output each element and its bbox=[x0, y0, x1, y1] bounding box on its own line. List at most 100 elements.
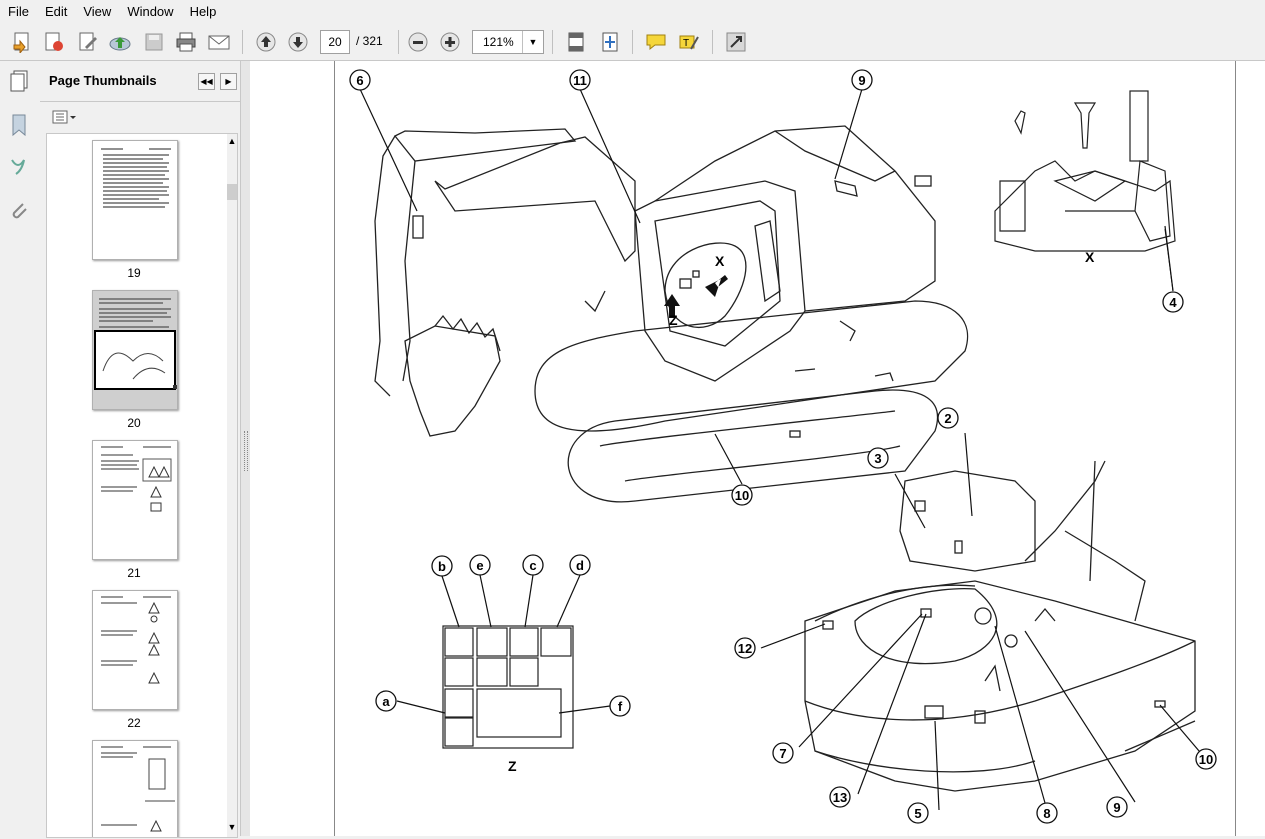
previous-page-icon[interactable] bbox=[252, 28, 280, 56]
thumbnail-label: 20 bbox=[127, 416, 141, 430]
callout-label: 7 bbox=[779, 746, 786, 761]
excavator-safety-label-diagram: X Z X bbox=[349, 69, 1217, 824]
callout-circle bbox=[829, 786, 851, 808]
thumbnail-label: 21 bbox=[127, 566, 141, 580]
callout-label: 8 bbox=[1043, 806, 1050, 821]
page-total: / 321 bbox=[356, 34, 383, 48]
callout-circle bbox=[937, 407, 959, 429]
callout-label: 4 bbox=[1169, 295, 1177, 310]
callout-circle bbox=[867, 447, 889, 469]
collapse-panel-icon[interactable]: ◀◀ bbox=[198, 73, 215, 90]
callout-label: 6 bbox=[356, 73, 363, 88]
menu-help[interactable]: Help bbox=[189, 4, 217, 19]
zoom-out-icon[interactable] bbox=[404, 28, 432, 56]
page-thumbnails-icon[interactable] bbox=[8, 69, 30, 96]
thumbnail-label: 22 bbox=[127, 716, 141, 730]
callout-circle bbox=[609, 695, 631, 717]
callout-circle bbox=[1036, 802, 1058, 824]
callout-label: e bbox=[476, 558, 483, 573]
expand-icon[interactable] bbox=[722, 28, 750, 56]
callout-label: 9 bbox=[1113, 800, 1120, 815]
callout-circle bbox=[569, 554, 591, 576]
callout-circle bbox=[569, 69, 591, 91]
callout-circle bbox=[522, 554, 544, 576]
thumbnail-page-23[interactable] bbox=[92, 740, 178, 837]
panel-next-icon[interactable]: ▶ bbox=[220, 73, 237, 90]
thumbnails-panel: Page Thumbnails ◀◀ ▶ 19 bbox=[40, 61, 240, 838]
callout-label: 2 bbox=[944, 411, 951, 426]
highlight-icon[interactable]: T bbox=[675, 28, 703, 56]
view-z-label: Z bbox=[508, 758, 517, 774]
callout-label: a bbox=[382, 694, 390, 709]
callout-circle bbox=[431, 555, 453, 577]
thumbnail-options-icon[interactable] bbox=[52, 109, 76, 128]
callout-circle bbox=[851, 69, 873, 91]
menu-window[interactable]: Window bbox=[127, 4, 174, 19]
fit-width-icon[interactable] bbox=[596, 28, 624, 56]
svg-text:T: T bbox=[683, 38, 689, 49]
scroll-down-icon[interactable]: ▼ bbox=[227, 822, 237, 832]
callout-circle bbox=[731, 484, 753, 506]
thumbnail-page-19[interactable] bbox=[92, 140, 178, 260]
document-page: X Z X bbox=[334, 61, 1236, 836]
callout-circle bbox=[469, 554, 491, 576]
scroll-up-icon[interactable]: ▲ bbox=[227, 136, 237, 146]
callout-circle bbox=[734, 637, 756, 659]
scrollbar-thumb[interactable] bbox=[227, 184, 237, 200]
attachments-icon[interactable] bbox=[8, 199, 30, 226]
thumbnail-page-21[interactable] bbox=[92, 440, 178, 560]
create-pdf-icon[interactable] bbox=[40, 28, 68, 56]
comment-icon[interactable] bbox=[642, 28, 670, 56]
next-page-icon[interactable] bbox=[284, 28, 312, 56]
menu-file[interactable]: File bbox=[8, 4, 29, 19]
panel-header: Page Thumbnails ◀◀ ▶ bbox=[40, 61, 240, 102]
callout-label: f bbox=[618, 699, 623, 714]
thumbnail-list: 19 20 bbox=[46, 133, 238, 838]
callout-label: 3 bbox=[874, 451, 881, 466]
thumbnail-label: 19 bbox=[127, 266, 141, 280]
callout-circle bbox=[1162, 291, 1184, 313]
upload-cloud-icon[interactable] bbox=[106, 28, 134, 56]
callout-group: 6 11 9 10 4 b e c d a f 2 3 12 7 13 5 8 9 10 bbox=[349, 69, 1217, 824]
callout-circle bbox=[772, 742, 794, 764]
view-x-label: X bbox=[1085, 249, 1095, 265]
panel-title: Page Thumbnails bbox=[49, 73, 157, 88]
callout-circle bbox=[375, 690, 397, 712]
callout-label: 10 bbox=[735, 488, 749, 503]
page-number-input[interactable]: 20 bbox=[320, 30, 350, 54]
callout-circle bbox=[349, 69, 371, 91]
thumbnail-page-20[interactable] bbox=[92, 290, 178, 410]
zoom-select[interactable]: 121% ▼ bbox=[472, 30, 544, 54]
view-z-arrow-label: Z bbox=[669, 312, 678, 328]
callout-label: c bbox=[529, 558, 536, 573]
print-icon[interactable] bbox=[172, 28, 200, 56]
fit-page-icon[interactable] bbox=[562, 28, 590, 56]
view-x-arrow-label: X bbox=[715, 253, 725, 269]
menu-bar: File Edit View Window Help bbox=[0, 0, 1265, 24]
callout-label: 13 bbox=[833, 790, 847, 805]
thumbnail-page-22[interactable] bbox=[92, 590, 178, 710]
document-viewer[interactable]: X Z X bbox=[250, 61, 1265, 836]
save-icon[interactable] bbox=[140, 28, 168, 56]
zoom-in-icon[interactable] bbox=[436, 28, 464, 56]
signatures-icon[interactable] bbox=[8, 156, 30, 183]
menu-view[interactable]: View bbox=[83, 4, 112, 19]
email-icon[interactable] bbox=[205, 28, 233, 56]
open-file-icon[interactable] bbox=[8, 28, 36, 56]
menu-edit[interactable]: Edit bbox=[44, 4, 68, 19]
callout-label: 12 bbox=[738, 641, 752, 656]
callout-label: d bbox=[576, 558, 584, 573]
callout-label: 9 bbox=[858, 73, 865, 88]
bookmarks-icon[interactable] bbox=[8, 113, 30, 140]
chevron-down-icon[interactable]: ▼ bbox=[522, 31, 543, 53]
navigation-rail bbox=[0, 61, 41, 836]
thumbnail-scrollbar[interactable]: ▲ ▼ bbox=[227, 134, 237, 837]
zoom-value: 121% bbox=[483, 35, 514, 49]
callout-circle bbox=[1106, 796, 1128, 818]
callout-circle bbox=[1195, 748, 1217, 770]
callout-label: b bbox=[438, 559, 446, 574]
callout-label: 5 bbox=[914, 806, 921, 821]
callout-label: 11 bbox=[573, 73, 587, 88]
edit-document-icon[interactable] bbox=[74, 28, 102, 56]
callout-label: 10 bbox=[1199, 752, 1213, 767]
